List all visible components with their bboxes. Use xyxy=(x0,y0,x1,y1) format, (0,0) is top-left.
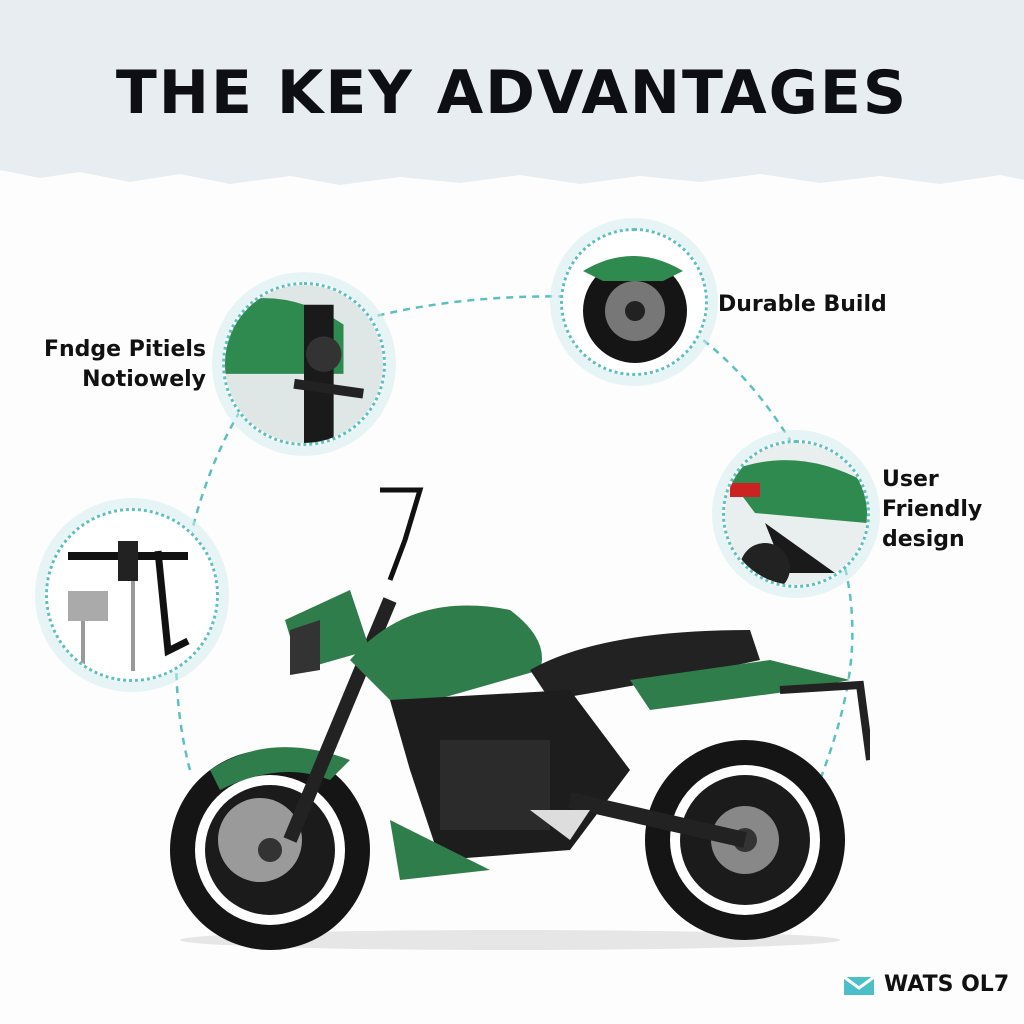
envelope-icon xyxy=(843,975,875,995)
feature-label-3-line2: Friendly xyxy=(882,497,983,522)
feature-bubble-frame xyxy=(722,440,870,588)
feature-label-2: Durable Build xyxy=(718,292,887,317)
feature-label-1-line2: Notiowely xyxy=(82,367,206,392)
feature-label-3: User Friendly design xyxy=(882,465,982,555)
torn-edge xyxy=(0,170,1024,200)
feature-label-1-line1: Fndge Pitiels xyxy=(43,337,206,362)
page-title: THE KEY ADVANTAGES xyxy=(115,58,909,128)
feature-bubble-handlebar xyxy=(222,282,386,446)
header-band xyxy=(0,0,1024,185)
feature-label-1: Fndge Pitiels Notiowely xyxy=(20,335,206,395)
feature-label-3-line1: User xyxy=(882,467,939,492)
feature-label-3-line3: design xyxy=(882,527,965,552)
motorcycle-illustration xyxy=(170,487,870,950)
front-wheel xyxy=(170,750,370,950)
brand-logo: WATS OL7 xyxy=(842,972,1009,997)
brand-name: WATS OL7 xyxy=(884,972,1010,997)
feature-bubble-wheel xyxy=(560,228,708,376)
feature-bubble-brake-lever xyxy=(45,508,219,682)
